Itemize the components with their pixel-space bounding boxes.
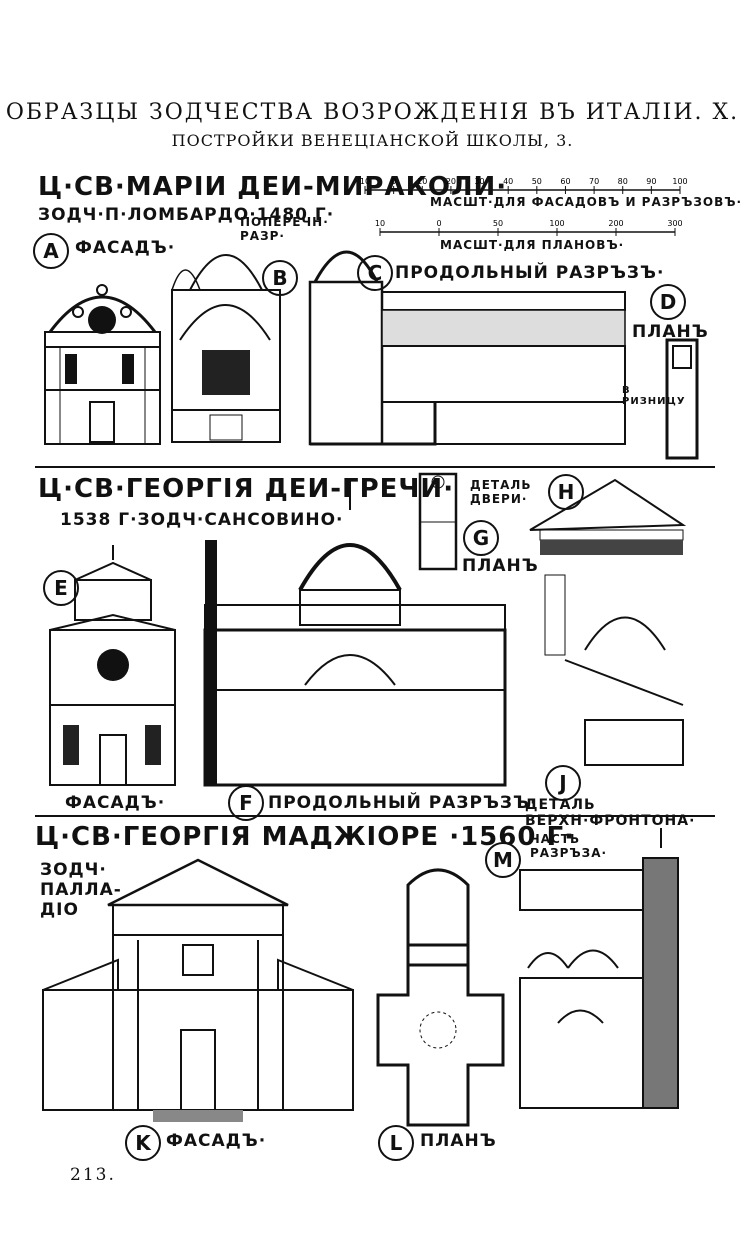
item-l-label: ПЛАНЪ — [420, 1131, 497, 1151]
section-divider-1 — [35, 466, 715, 468]
section1-architect: ЗОДЧ·П·ЛОМБАРДО·1480 Г· — [38, 205, 335, 225]
item-d-label: ПЛАНЪ — [632, 322, 709, 342]
greci-door-detail-drawing — [529, 478, 687, 766]
sacristy-note: В РИЗНИЦУ — [622, 385, 686, 407]
facade-scale-tick-label: 100 — [672, 177, 687, 186]
plan-scale-tick-label: 10 — [375, 219, 385, 228]
facade-scale-tick-label: 80 — [618, 177, 628, 186]
miracoli-cross-section-drawing — [171, 254, 281, 443]
page-title: ОБРАЗЦЫ ЗОДЧЕСТВА ВОЗРОЖДЕНIЯ ВЪ ИТАЛIИ.… — [5, 100, 740, 125]
section2-title: Ц·СВ·ГЕОРГIЯ ДЕИ-ГРЕЧИ· — [38, 474, 455, 504]
section2-architect: 1538 Г·ЗОДЧ·САНСОВИНО· — [60, 510, 344, 530]
facade-scale-tick-label: 40 — [503, 177, 513, 186]
plan-scale-tick-label: 300 — [667, 219, 682, 228]
facade-scale-tick-label: 10 — [417, 177, 427, 186]
facade-scale-tick-label: 70 — [589, 177, 599, 186]
item-e-badge: E — [43, 570, 79, 606]
maggiore-section-part-drawing — [519, 828, 679, 1109]
item-m-badge: M — [485, 842, 521, 878]
plan-scale-tick-label: 50 — [493, 219, 503, 228]
item-l-badge: L — [378, 1125, 414, 1161]
miracoli-longitudinal-section-drawing — [308, 250, 626, 446]
item-k-badge: K — [125, 1125, 161, 1161]
item-h-label: ДЕТАЛЬ ДВЕРИ· — [470, 478, 532, 506]
item-m-label: ЧАСТЬ РАЗРЪЗА· — [530, 832, 608, 860]
facade-scale-tick-label: 60 — [560, 177, 570, 186]
miracoli-plan-drawing — [665, 338, 699, 460]
item-e-label: ФАСАДЪ· — [65, 793, 166, 813]
facade-scale-tick-label: 90 — [646, 177, 656, 186]
greci-plan-drawing — [418, 472, 458, 571]
item-j-badge: J — [545, 765, 581, 801]
facade-scale-tick-label: 20 — [446, 177, 456, 186]
item-a-badge: A — [33, 233, 69, 269]
item-f-label: ПРОДОЛЬНЫЙ РАЗРЪЗЪ· — [268, 793, 538, 813]
facade-scale-tick-label: 0 — [391, 177, 396, 186]
greci-longitudinal-section-drawing — [203, 480, 507, 787]
item-d-badge: D — [650, 284, 686, 320]
miracoli-facade-drawing — [44, 284, 161, 445]
facade-scale-tick-label: 30 — [474, 177, 484, 186]
plan-scale-tick-label: 200 — [608, 219, 623, 228]
facade-scale-tick-label: 50 — [532, 177, 542, 186]
item-b-label: ПОПЕРЕЧН· РАЗР· — [240, 215, 329, 243]
section-divider-2 — [35, 815, 715, 817]
page-number: 213. — [70, 1165, 116, 1185]
item-g-badge: G — [463, 520, 499, 556]
greci-facade-drawing — [49, 545, 176, 786]
page-subtitle: ПОСТРОЙКИ ВЕНЕЦIАНСКОЙ ШКОЛЫ, 3. — [171, 131, 574, 150]
section1-title: Ц·СВ·МАРIИ ДЕИ-МИРАКОЛИ· — [38, 172, 508, 202]
maggiore-facade-drawing — [42, 858, 354, 1122]
item-c-label: ПРОДОЛЬНЫЙ РАЗРЪЗЪ· — [395, 263, 665, 283]
item-j-label: ДЕТАЛЬ ВЕРХН·ФРОНТОНА· — [525, 797, 696, 829]
plan-scale-label: МАСШТ·ДЛЯ ПЛАНОВЪ· — [440, 238, 625, 252]
facade-scale-label: МАСШТ·ДЛЯ ФАСАДОВЪ И РАЗРЪЗОВЪ· — [430, 195, 743, 209]
facade-scale-tick-label: 10 — [360, 177, 370, 186]
item-h-badge: H — [548, 474, 584, 510]
plan-scale-tick-label: 0 — [436, 219, 441, 228]
maggiore-plan-drawing — [376, 868, 505, 1127]
section3-title: Ц·СВ·ГЕОРГIЯ МАДЖIОРЕ ·1560 Г· — [35, 822, 575, 852]
item-a-label: ФАСАДЪ· — [75, 238, 176, 258]
item-k-label: ФАСАДЪ· — [166, 1131, 267, 1151]
item-g-label: ПЛАНЪ — [462, 556, 539, 576]
plan-scale-tick-label: 100 — [549, 219, 564, 228]
